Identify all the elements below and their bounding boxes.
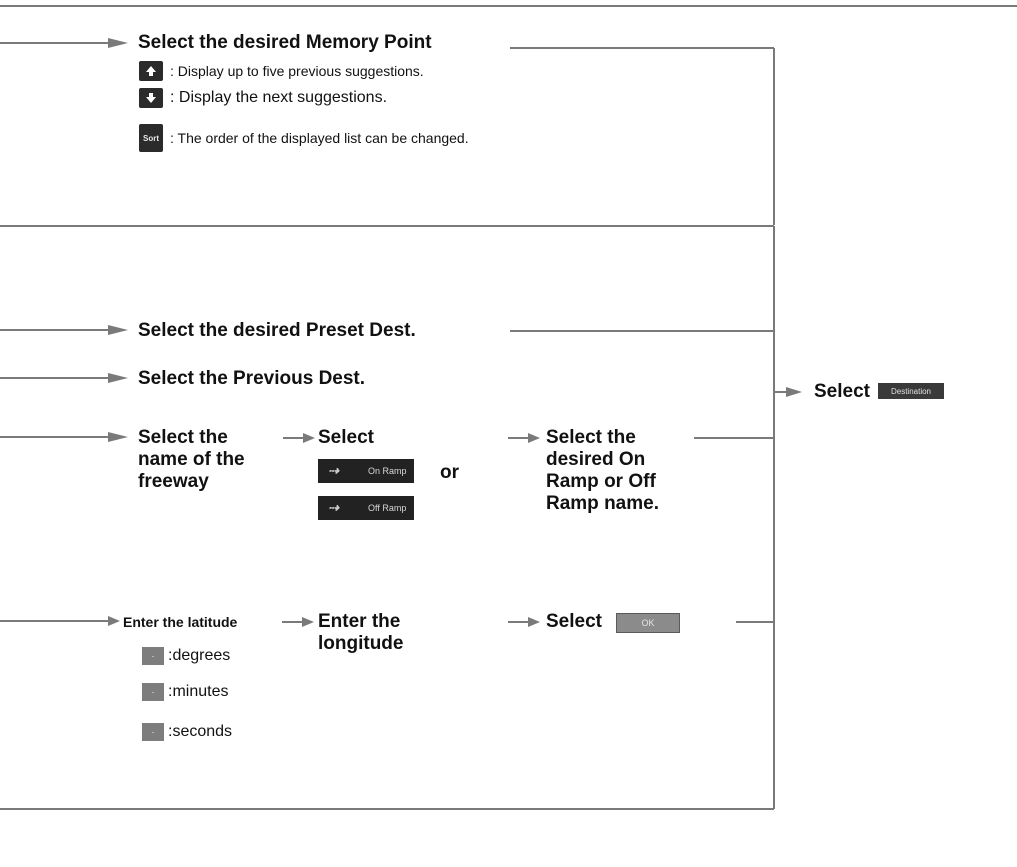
ok-button: OK bbox=[616, 613, 680, 633]
arrowhead-coords-step3 bbox=[528, 617, 540, 627]
arrowhead-memory bbox=[108, 38, 128, 48]
down-desc: : Display the next suggestions. bbox=[170, 89, 388, 106]
up-arrow-icon bbox=[146, 66, 156, 76]
freeway-step2: Select bbox=[318, 427, 374, 448]
freeway-step1: Select the name of the freeway bbox=[138, 427, 245, 492]
on-ramp-label: On Ramp bbox=[368, 466, 407, 476]
down-arrow-icon bbox=[146, 93, 156, 103]
degrees-label: :degrees bbox=[168, 647, 231, 664]
arrowhead-preset bbox=[108, 325, 128, 335]
on-ramp-button: ⇢ On Ramp bbox=[318, 459, 414, 483]
final-label: Select bbox=[814, 381, 870, 402]
seconds-label: :seconds bbox=[168, 723, 233, 740]
ramp-icon: ⇢ bbox=[328, 463, 339, 478]
preset-heading: Select the desired Preset Dest. bbox=[138, 320, 416, 341]
coords-step2: Enter the longitude bbox=[318, 611, 404, 654]
unit-mark-icon: · bbox=[142, 647, 164, 665]
minutes-label: :minutes bbox=[168, 683, 229, 700]
up-button bbox=[139, 61, 163, 81]
arrowhead-final bbox=[786, 387, 802, 397]
destination-button: Destination bbox=[878, 383, 944, 399]
or-label: or bbox=[440, 462, 459, 483]
arrowhead-freeway-step3 bbox=[528, 433, 540, 443]
down-button bbox=[139, 88, 163, 108]
unit-mark-icon: · bbox=[142, 683, 164, 701]
arrowhead-freeway-step2 bbox=[303, 433, 315, 443]
sort-desc: : The order of the displayed list can be… bbox=[170, 130, 469, 146]
arrowhead-freeway bbox=[108, 432, 128, 442]
up-desc: : Display up to five previous suggestion… bbox=[170, 63, 424, 79]
arrowhead-previous bbox=[108, 373, 128, 383]
off-ramp-label: Off Ramp bbox=[368, 503, 407, 513]
unit-mark-icon: · bbox=[142, 723, 164, 741]
coords-step3: Select bbox=[546, 611, 602, 632]
previous-heading: Select the Previous Dest. bbox=[138, 368, 366, 389]
sort-button: Sort bbox=[139, 124, 163, 152]
coords-step1: Enter the latitude bbox=[123, 614, 238, 630]
arrowhead-coords-step2 bbox=[302, 617, 314, 627]
off-ramp-button: ⇢ Off Ramp bbox=[318, 496, 414, 520]
arrowhead-coords bbox=[108, 616, 120, 626]
freeway-step3: Select the desired On Ramp or Off Ramp n… bbox=[546, 427, 659, 514]
memory-heading: Select the desired Memory Point bbox=[138, 32, 432, 53]
ramp-icon: ⇢ bbox=[328, 500, 339, 515]
